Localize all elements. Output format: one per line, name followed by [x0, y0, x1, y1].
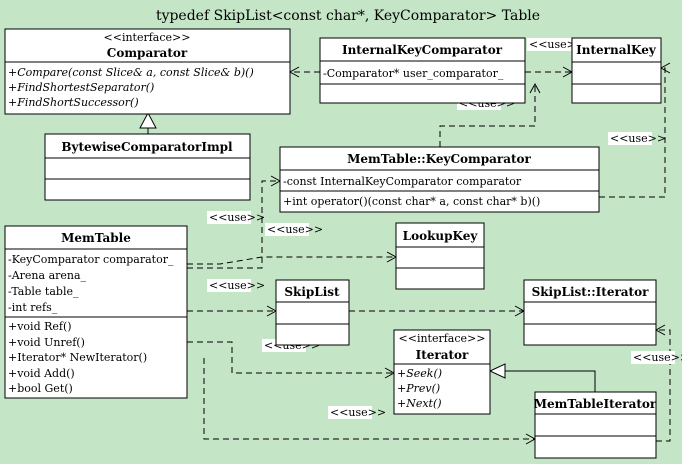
attribute-item: -KeyComparator comparator_ [8, 253, 174, 266]
class-internal-key[interactable]: InternalKey [571, 37, 662, 104]
class-skiplist[interactable]: SkipList [275, 279, 350, 346]
class-name: InternalKey [576, 43, 657, 57]
class-name: InternalKeyComparator [342, 43, 503, 57]
class-name: MemTable [61, 231, 131, 245]
use-label: <<use>> [267, 223, 323, 236]
attribute-item: -Arena arena_ [8, 269, 87, 282]
class-name: Iterator [416, 348, 469, 362]
class-name: Comparator [107, 46, 188, 60]
diagram-caption: typedef SkipList<const char*, KeyCompara… [156, 8, 540, 24]
class-bytewise-comparator-impl[interactable]: BytewiseComparatorImpl [44, 133, 251, 201]
class-name: LookupKey [403, 229, 479, 243]
attribute-item: -int refs_ [8, 301, 58, 314]
stereotype-label: <<interface>> [104, 31, 191, 44]
attribute-item: -const InternalKeyComparator comparator [283, 175, 522, 188]
method-item: +void Ref() [8, 320, 72, 333]
use-label: <<use>> [529, 38, 585, 51]
generalization-bytewise-to-comparator [139, 111, 157, 134]
class-name: BytewiseComparatorImpl [61, 140, 233, 154]
relation-memtable-uses-memtableiterator: <<use>> [203, 358, 537, 445]
use-label: <<use>> [209, 279, 265, 292]
generalization-memtableiterator-to-iterator [488, 363, 596, 392]
use-label: <<use>> [633, 351, 682, 364]
relation-memtable-uses-lookupkey: <<use>> [187, 223, 398, 265]
method-item: +Compare(const Slice& a, const Slice& b)… [8, 66, 254, 79]
method-item: +void Add() [8, 367, 75, 380]
class-name: SkipList [284, 285, 340, 299]
method-item: +bool Get() [8, 382, 73, 395]
method-item: +Seek() [397, 367, 442, 380]
relation-keycomparator-uses-internalkey: <<use>> [599, 62, 671, 198]
class-skiplist-iterator[interactable]: SkipList::Iterator [523, 279, 657, 346]
method-item: +Next() [397, 397, 442, 410]
method-item: +Prev() [397, 382, 440, 395]
method-item: +Iterator* NewIterator() [8, 351, 147, 364]
method-item: +FindShortSuccessor() [8, 96, 139, 109]
stereotype-label: <<interface>> [399, 332, 486, 345]
relation-internalkeycomparator-uses-internalkey: <<use>> [525, 38, 585, 78]
class-memtable[interactable]: MemTable -KeyComparator comparator_ -Are… [4, 225, 188, 399]
class-comparator[interactable]: <<interface>> Comparator +Compare(const … [4, 28, 291, 115]
method-item: +void Unref() [8, 336, 85, 349]
method-item: +int operator()(const char* a, const cha… [283, 195, 540, 208]
class-name: MemTableIterator [534, 397, 657, 411]
class-internal-key-comparator[interactable]: InternalKeyComparator -Comparator* user_… [319, 37, 526, 104]
relation-memtableiterator-uses-skiplistiterator: <<use>> [631, 324, 682, 442]
use-label: <<use>> [330, 406, 386, 419]
method-item: +FindShortestSeparator() [8, 81, 154, 94]
class-memtable-iterator[interactable]: MemTableIterator [534, 391, 657, 459]
class-name: MemTable::KeyComparator [347, 152, 531, 166]
use-label: <<use>> [610, 132, 666, 145]
relation-memtable-uses-skiplist: <<use>> [187, 279, 278, 317]
class-iterator[interactable]: <<interface>> Iterator +Seek() +Prev() +… [393, 329, 491, 415]
class-lookup-key[interactable]: LookupKey [395, 222, 485, 290]
relation-memtable-uses-keycomparator: <<use>> [187, 175, 282, 269]
attribute-item: -Table table_ [8, 285, 79, 298]
class-memtable-key-comparator[interactable]: MemTable::KeyComparator -const InternalK… [279, 146, 600, 213]
attribute-item: -Comparator* user_comparator_ [323, 67, 504, 80]
relation-memtable-uses-iterator [187, 341, 396, 379]
use-label: <<use>> [209, 211, 265, 224]
class-name: SkipList::Iterator [532, 285, 650, 299]
